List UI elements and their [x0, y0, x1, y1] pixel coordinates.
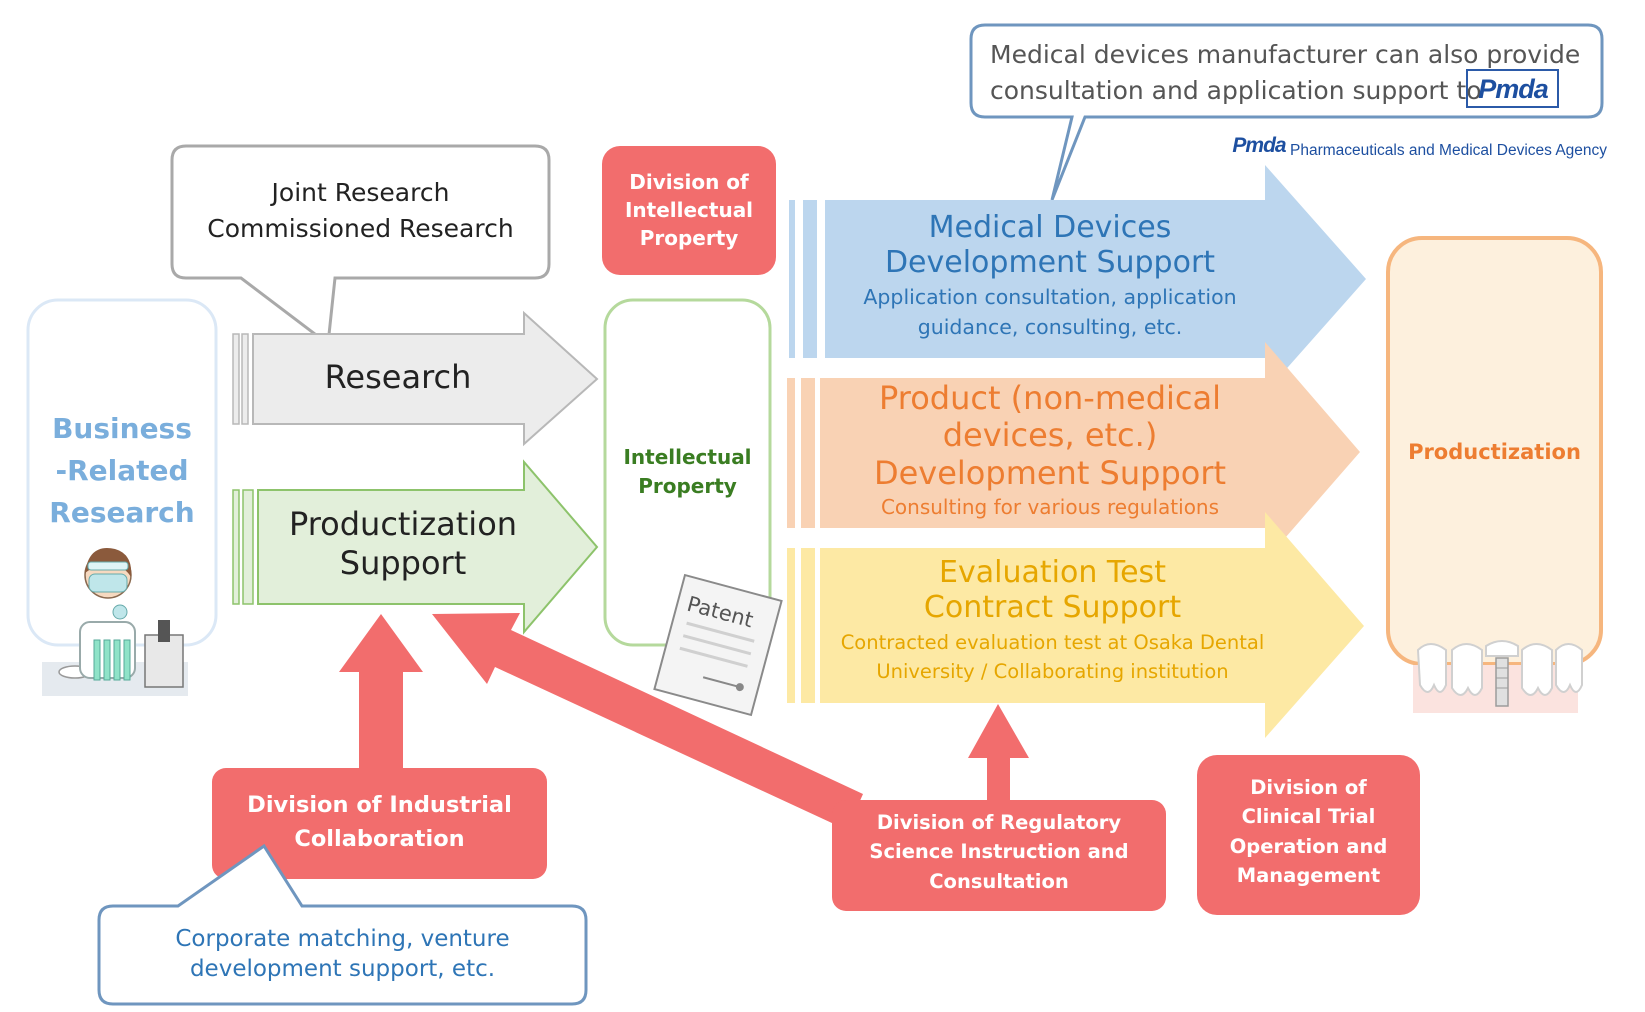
evaluation-stripe-1 [787, 548, 795, 703]
medical-devices-title2: Development Support [884, 245, 1216, 281]
industrial-up-arrow [339, 614, 423, 770]
division-regulatory-box [832, 800, 1166, 911]
corporate-callout-line1: Corporate matching, venture [175, 926, 510, 952]
productization-box [1386, 236, 1603, 666]
corporate-callout-bubble [97, 843, 588, 1006]
pmda-agency-name: Pharmaceuticals and Medical Devices Agen… [1290, 142, 1608, 159]
regulatory-up-arrow [968, 704, 1029, 800]
intellectual-property-line1: Intellectual [623, 445, 752, 469]
division-regulatory-line3: Consultation [929, 869, 1069, 893]
research-arrow-stripe-1 [232, 333, 240, 425]
evaluation-title1: Evaluation Test [939, 555, 1166, 590]
corporate-callout-line2: development support, etc. [189, 955, 496, 982]
research-arrow [252, 310, 599, 447]
regulatory-diagonal-arrow [432, 613, 863, 830]
product-dev-arrow [820, 342, 1360, 561]
division-industrial-line1: Division of Industrial [247, 792, 512, 818]
productization-support-stripe-2 [242, 489, 254, 605]
evaluation-arrow [820, 512, 1364, 738]
productization-label: Productization [1408, 440, 1581, 464]
division-regulatory-line1: Division of Regulatory [876, 811, 1122, 834]
productization-support-arrow [257, 459, 599, 635]
division-industrial-box [212, 768, 547, 879]
pmda-callout-line1: Medical devices manufacturer can also pr… [990, 40, 1581, 69]
division-industrial-line2: Collaboration [294, 825, 465, 852]
research-callout-bubble [170, 144, 551, 347]
business-research-line3: Research [49, 496, 195, 529]
pmda-logo-small: Pmda [1232, 134, 1286, 157]
patent-document-icon [653, 573, 783, 717]
evaluation-sub2: University / Collaborating institution [876, 659, 1229, 683]
pmda-callout-line2: consultation and application support to [990, 75, 1482, 105]
research-arrow-label: Research [324, 358, 472, 396]
medical-devices-arrow [825, 165, 1366, 393]
productization-support-stripe-1 [232, 489, 240, 605]
evaluation-title2: Contract Support [923, 589, 1182, 625]
research-arrow-stripe-2 [241, 333, 249, 425]
evaluation-stripe-2 [801, 548, 815, 703]
researcher-illustration [42, 548, 188, 696]
product-dev-sub1: Consulting for various regulations [880, 495, 1220, 520]
evaluation-sub1: Contracted evaluation test at Osaka Dent… [840, 630, 1265, 654]
division-regulatory-line2: Science Instruction and [869, 840, 1129, 864]
division-clinical-line2: Clinical Trial [1241, 805, 1376, 829]
medical-devices-sub1: Application consultation, application [863, 284, 1237, 309]
pmda-logo-box-callout [1466, 69, 1559, 108]
division-ip-line3: Property [639, 226, 739, 250]
division-ip-line1: Division of [629, 170, 749, 194]
pmda-callout-bubble [969, 23, 1604, 201]
medical-devices-title1: Medical Devices [928, 210, 1172, 245]
division-clinical-box [1197, 755, 1420, 915]
productization-support-line1: Productization [288, 505, 518, 543]
research-callout-line2: Commissioned Research [207, 213, 514, 243]
intellectual-property-line2: Property [638, 474, 737, 498]
research-callout-line1: Joint Research [271, 178, 450, 207]
product-dev-title3: Development Support [873, 453, 1227, 492]
teeth-illustration [1413, 640, 1583, 713]
business-research-line2: -Related [55, 454, 189, 487]
medical-devices-stripe-1 [789, 200, 795, 358]
pmda-logo-callout: Pmda [1478, 74, 1549, 104]
division-clinical-line1: Division of [1250, 776, 1367, 799]
division-clinical-line4: Management [1236, 863, 1381, 887]
product-dev-stripe-2 [801, 378, 815, 528]
product-dev-stripe-1 [787, 378, 795, 528]
product-dev-title2: devices, etc.) [942, 416, 1158, 455]
division-ip-box [602, 146, 776, 275]
medical-devices-stripe-2 [803, 200, 817, 358]
division-ip-line2: Intellectual [624, 198, 754, 222]
division-clinical-line3: Operation and [1229, 834, 1388, 858]
product-dev-title1: Product (non-medical [879, 379, 1221, 417]
productization-support-line2: Support [339, 544, 467, 583]
medical-devices-sub2: guidance, consulting, etc. [917, 314, 1183, 339]
business-research-line1: Business [52, 412, 192, 445]
